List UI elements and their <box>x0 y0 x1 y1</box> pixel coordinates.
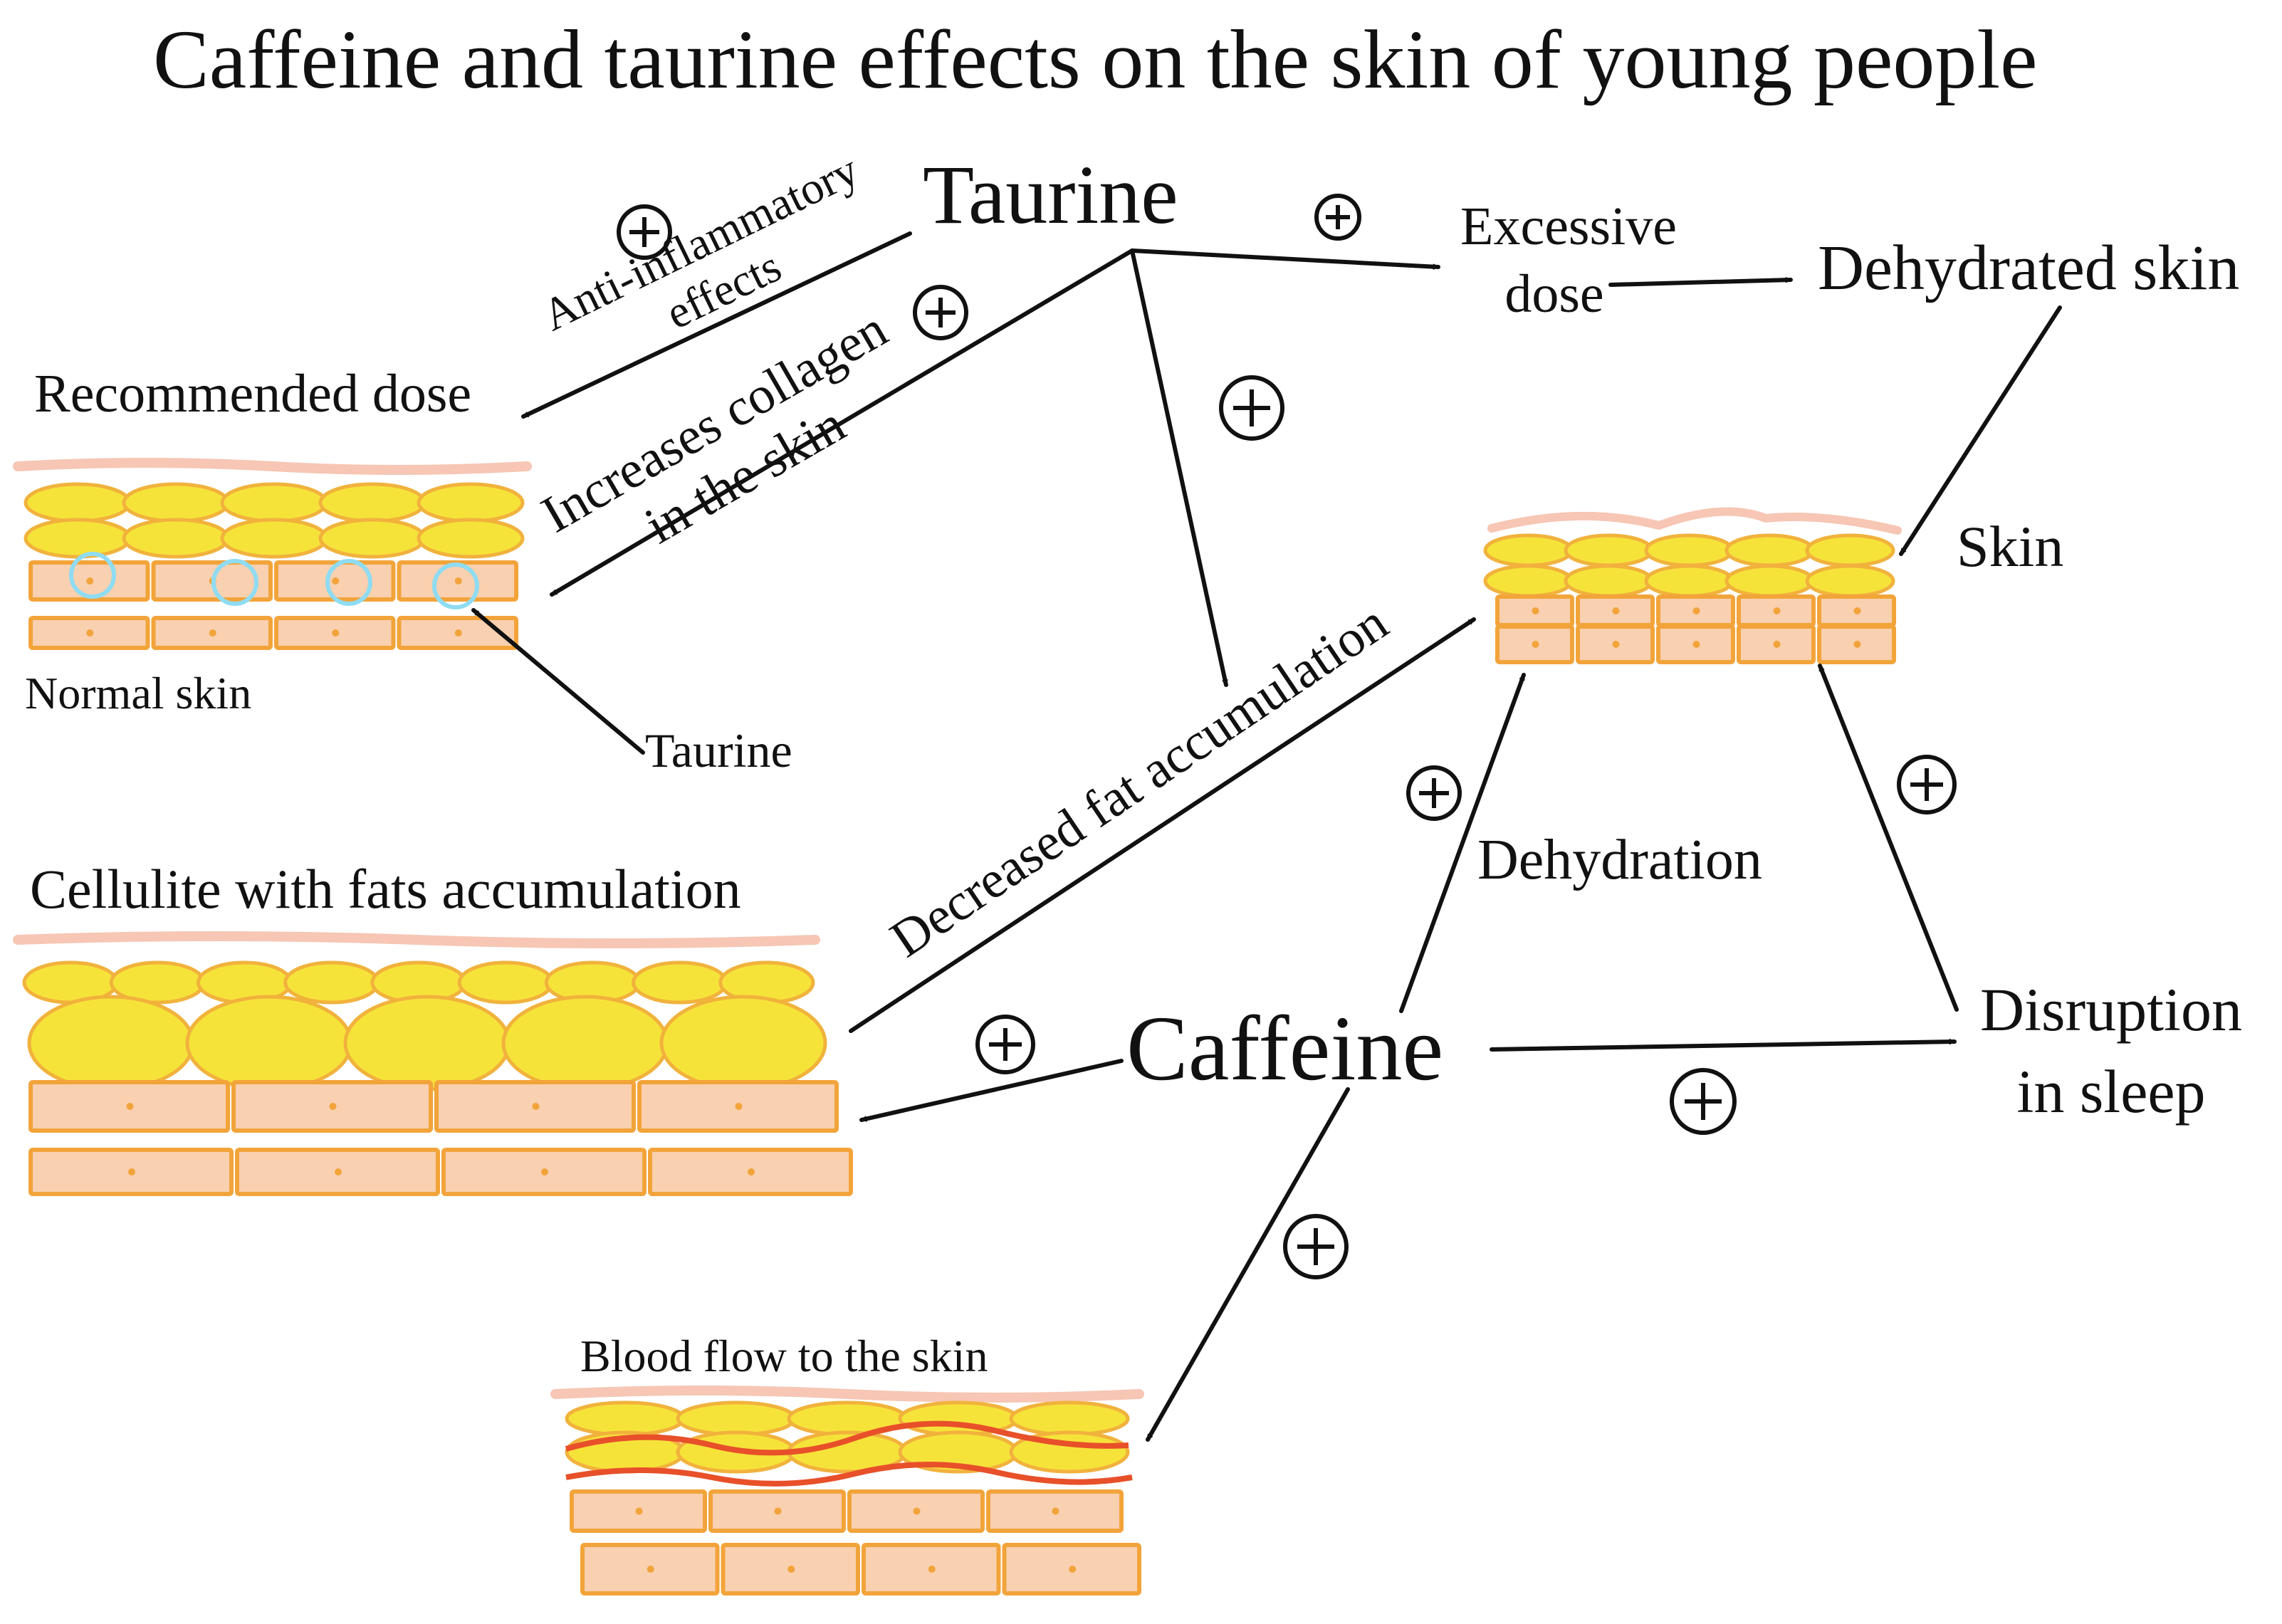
arrow-caffeine-to-cellulite <box>859 1059 1124 1122</box>
blood-vessel <box>565 1420 1129 1456</box>
plus-icon-dehydration <box>1406 765 1462 821</box>
arrows <box>471 231 2062 1442</box>
skin-illustration-blood-flow <box>550 1385 1144 1596</box>
plus-icon-caffeine-to-sleep <box>1670 1068 1737 1135</box>
arrow-caffeine-to-blood-flow <box>1146 1087 1350 1442</box>
arrow-dehydrated-skin-to-skin <box>1899 305 2062 556</box>
node-recommended-dose: Recommended dose <box>34 364 472 424</box>
taurine-molecule-icon <box>325 559 372 606</box>
arrow-caffeine-to-sleep <box>1490 1042 1957 1052</box>
node-skin: Skin <box>1957 514 2064 579</box>
node-dehydration: Dehydration <box>1477 829 1762 891</box>
node-taurine: Taurine <box>923 148 1178 241</box>
arrow-sleep-to-skin <box>1818 664 1959 1012</box>
arrow-taurine-label-to-normal-skin <box>471 608 645 755</box>
arrow-taurine-to-excessive-dose <box>1130 248 1440 267</box>
arrow-taurine-to-recommended-dose <box>521 231 912 419</box>
node-taurine-pointer: Taurine <box>645 723 792 777</box>
blood-vessel <box>565 1461 1133 1487</box>
taurine-molecule-icon <box>69 552 116 599</box>
node-dehydrated-skin: Dehydrated skin <box>1818 233 2240 303</box>
plus-icon-anti-inflammatory <box>617 204 672 260</box>
skin-illustration-cellulite <box>13 931 853 1196</box>
node-normal-skin: Normal skin <box>25 668 252 718</box>
node-disruption-sleep-line1: Disruption <box>1980 975 2242 1044</box>
plus-icon-excessive-dose <box>1314 194 1361 241</box>
plus-icon-caffeine-to-cellulite <box>975 1015 1035 1074</box>
taurine-molecule-icon <box>211 559 258 606</box>
plus-icon-decreased-fat <box>1219 375 1284 441</box>
arrow-caffeine-to-skin <box>1399 673 1526 1013</box>
node-disruption-sleep-line2: in sleep <box>2016 1057 2206 1126</box>
plus-icon-sleep-to-skin <box>1897 755 1957 814</box>
node-caffeine: Caffeine <box>1126 997 1444 1100</box>
arrow-taurine-to-normal-skin <box>550 248 1134 597</box>
diagram-title: Caffeine and taurine effects on the skin… <box>153 13 2038 106</box>
arrow-taurine-to-decreased-fat <box>1130 248 1228 687</box>
plus-icon-blood-flow <box>1283 1214 1349 1279</box>
arrow-cellulite-to-skin <box>849 617 1476 1033</box>
node-blood-flow: Blood flow to the skin <box>580 1331 988 1381</box>
node-excessive-dose-line2: dose <box>1504 264 1604 324</box>
skin-illustration-normal <box>13 458 532 650</box>
plus-icon-collagen <box>913 285 968 340</box>
node-cellulite: Cellulite with fats accumulation <box>30 858 741 920</box>
node-excessive-dose-line1: Excessive <box>1460 197 1677 256</box>
arrow-excessive-dose-to-dehydrated-skin <box>1608 280 1793 287</box>
taurine-molecule-icon <box>432 562 479 609</box>
skin-illustration-target <box>1483 507 1902 664</box>
